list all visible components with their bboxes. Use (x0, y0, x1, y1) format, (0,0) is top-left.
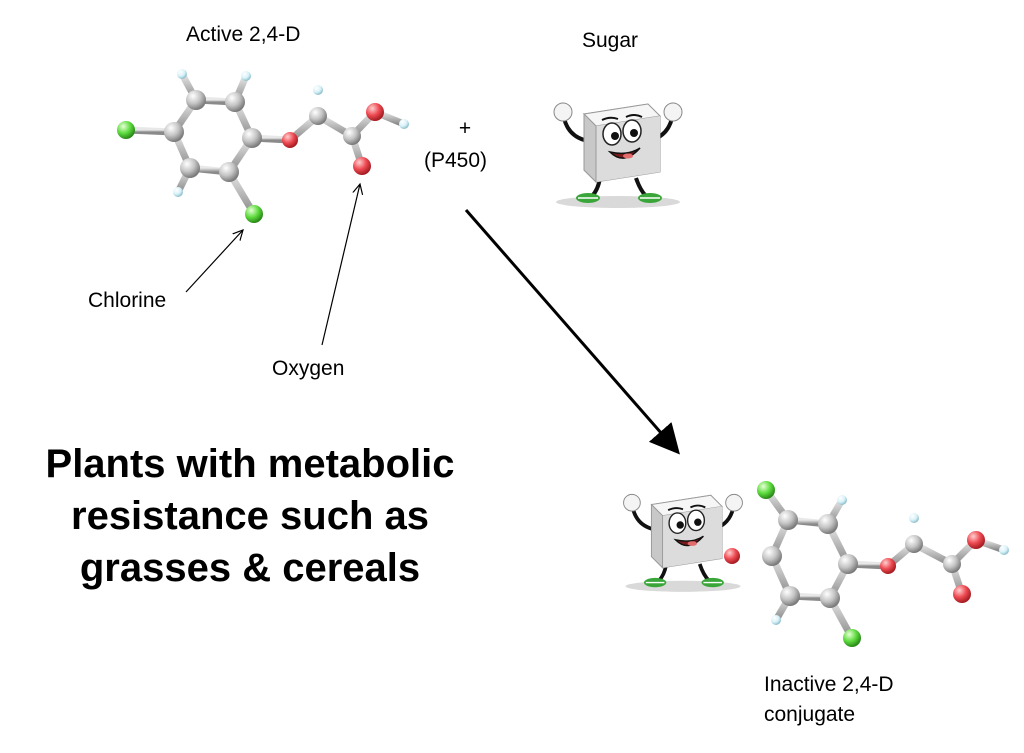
inactive-conjugate-label-line1: Inactive 2,4-D (764, 673, 894, 696)
chlorine-pointer (185, 230, 243, 293)
sugar-label: Sugar (582, 29, 639, 52)
chlorine-label: Chlorine (88, 289, 167, 312)
sugar-mascot-icon (552, 101, 684, 210)
headline: Plants with metabolic resistance such as… (45, 442, 455, 590)
molecule-conjugate (724, 481, 1009, 647)
p450-label: (P450) (424, 149, 488, 172)
sugar-mascot-conjugate-icon (621, 492, 745, 594)
molecule-2-4-d (117, 69, 409, 223)
inactive-conjugate-label-line2: conjugate (764, 703, 856, 726)
oxygen-label: Oxygen (272, 357, 345, 380)
reaction-arrow (464, 209, 680, 455)
active-2-4-d-label: Active 2,4-D (186, 23, 301, 46)
oxygen-pointer (321, 184, 360, 346)
plus-sign: + (458, 117, 472, 140)
